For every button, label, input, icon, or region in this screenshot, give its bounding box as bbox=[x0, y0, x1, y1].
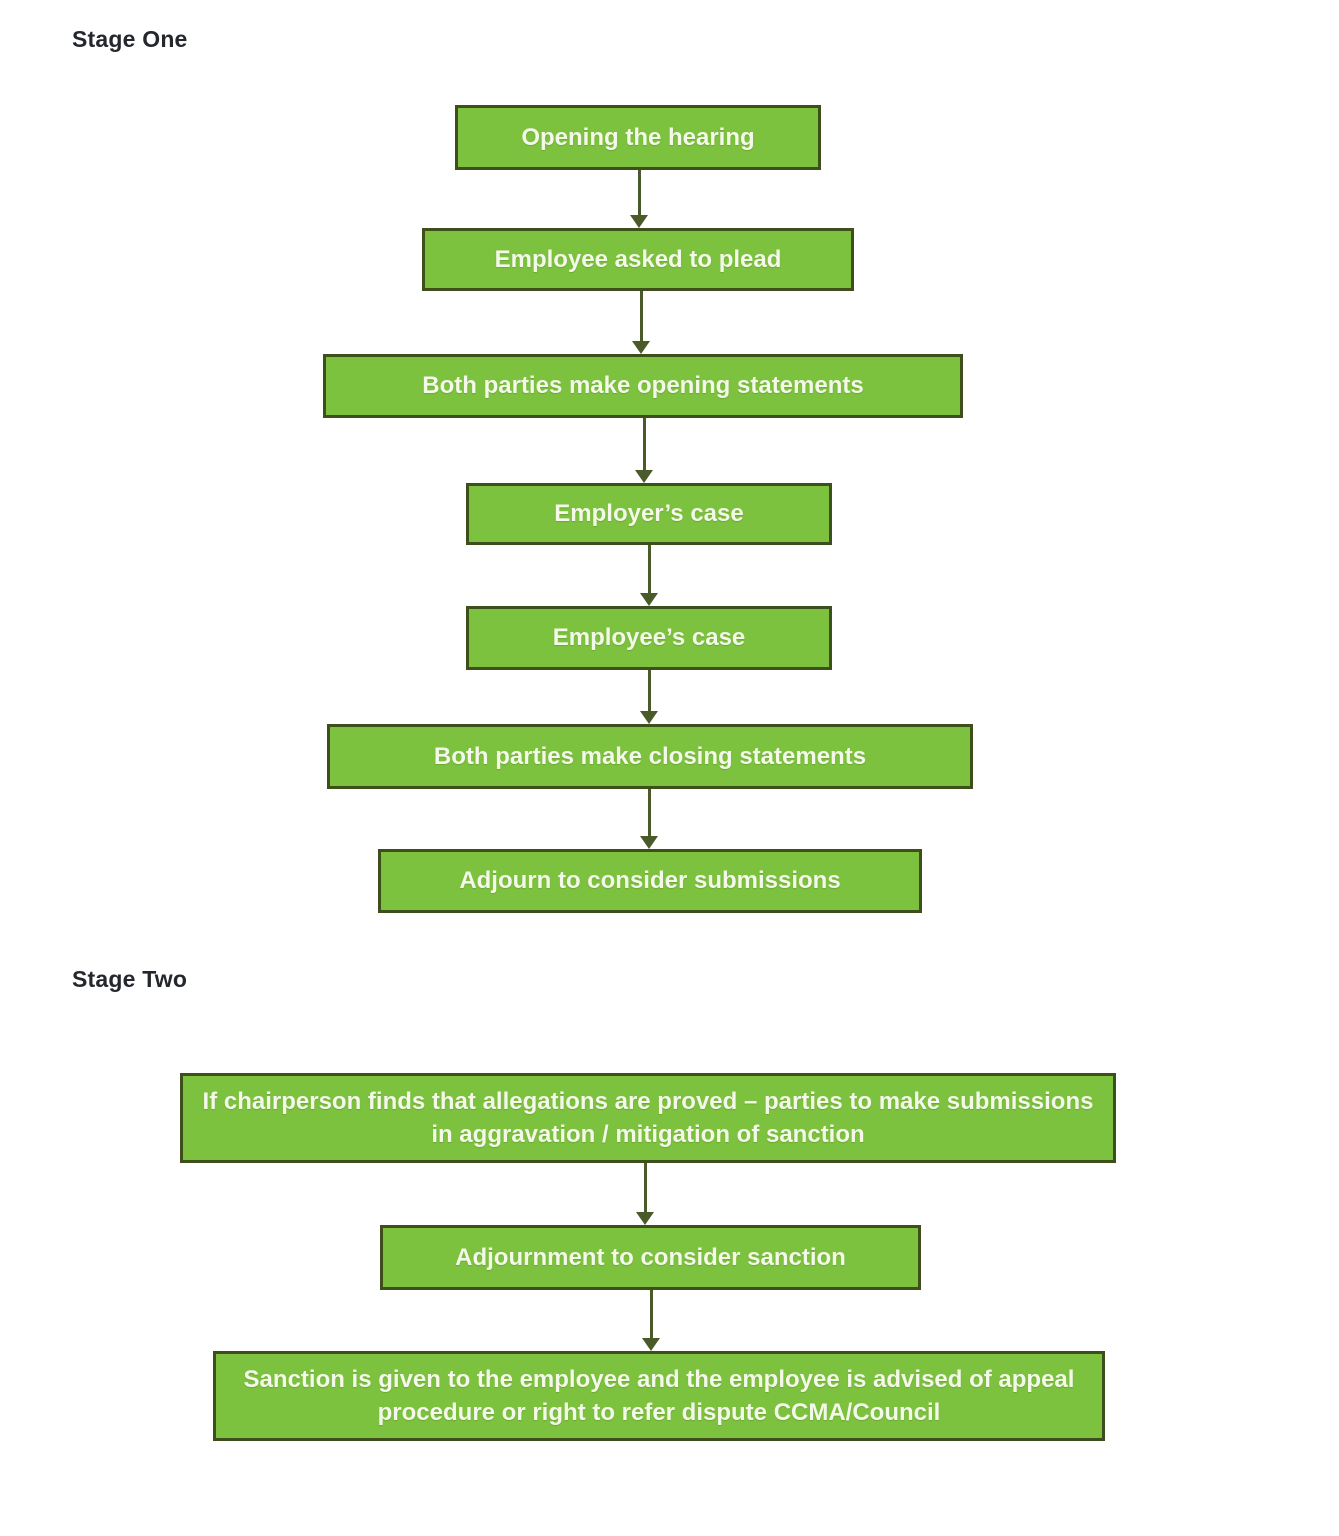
down-arrow-icon bbox=[640, 670, 659, 724]
down-arrow-icon bbox=[640, 789, 659, 849]
flow-node-employers-case: Employer’s case bbox=[466, 483, 832, 545]
down-arrow-icon bbox=[640, 545, 659, 606]
down-arrow-icon bbox=[635, 418, 654, 483]
flow-node-opening-the-hearing: Opening the hearing bbox=[455, 105, 821, 170]
stage-one-heading: Stage One bbox=[72, 26, 188, 52]
down-arrow-icon bbox=[632, 291, 651, 354]
flow-node-adjourn-consider-submissions: Adjourn to consider submissions bbox=[378, 849, 922, 913]
flow-node-allegations-proved-submissions: If chairperson finds that allegations ar… bbox=[180, 1073, 1116, 1163]
down-arrow-icon bbox=[642, 1290, 661, 1351]
flow-node-adjournment-consider-sanction: Adjournment to consider sanction bbox=[380, 1225, 921, 1290]
stage-two-heading: Stage Two bbox=[72, 966, 188, 992]
flow-node-opening-statements: Both parties make opening statements bbox=[323, 354, 963, 418]
down-arrow-icon bbox=[636, 1163, 655, 1225]
down-arrow-icon bbox=[630, 170, 649, 228]
flow-node-employee-asked-to-plead: Employee asked to plead bbox=[422, 228, 854, 291]
flow-node-sanction-given-appeal-advised: Sanction is given to the employee and th… bbox=[213, 1351, 1105, 1441]
flow-node-closing-statements: Both parties make closing statements bbox=[327, 724, 973, 789]
flow-node-employees-case: Employee’s case bbox=[466, 606, 832, 670]
